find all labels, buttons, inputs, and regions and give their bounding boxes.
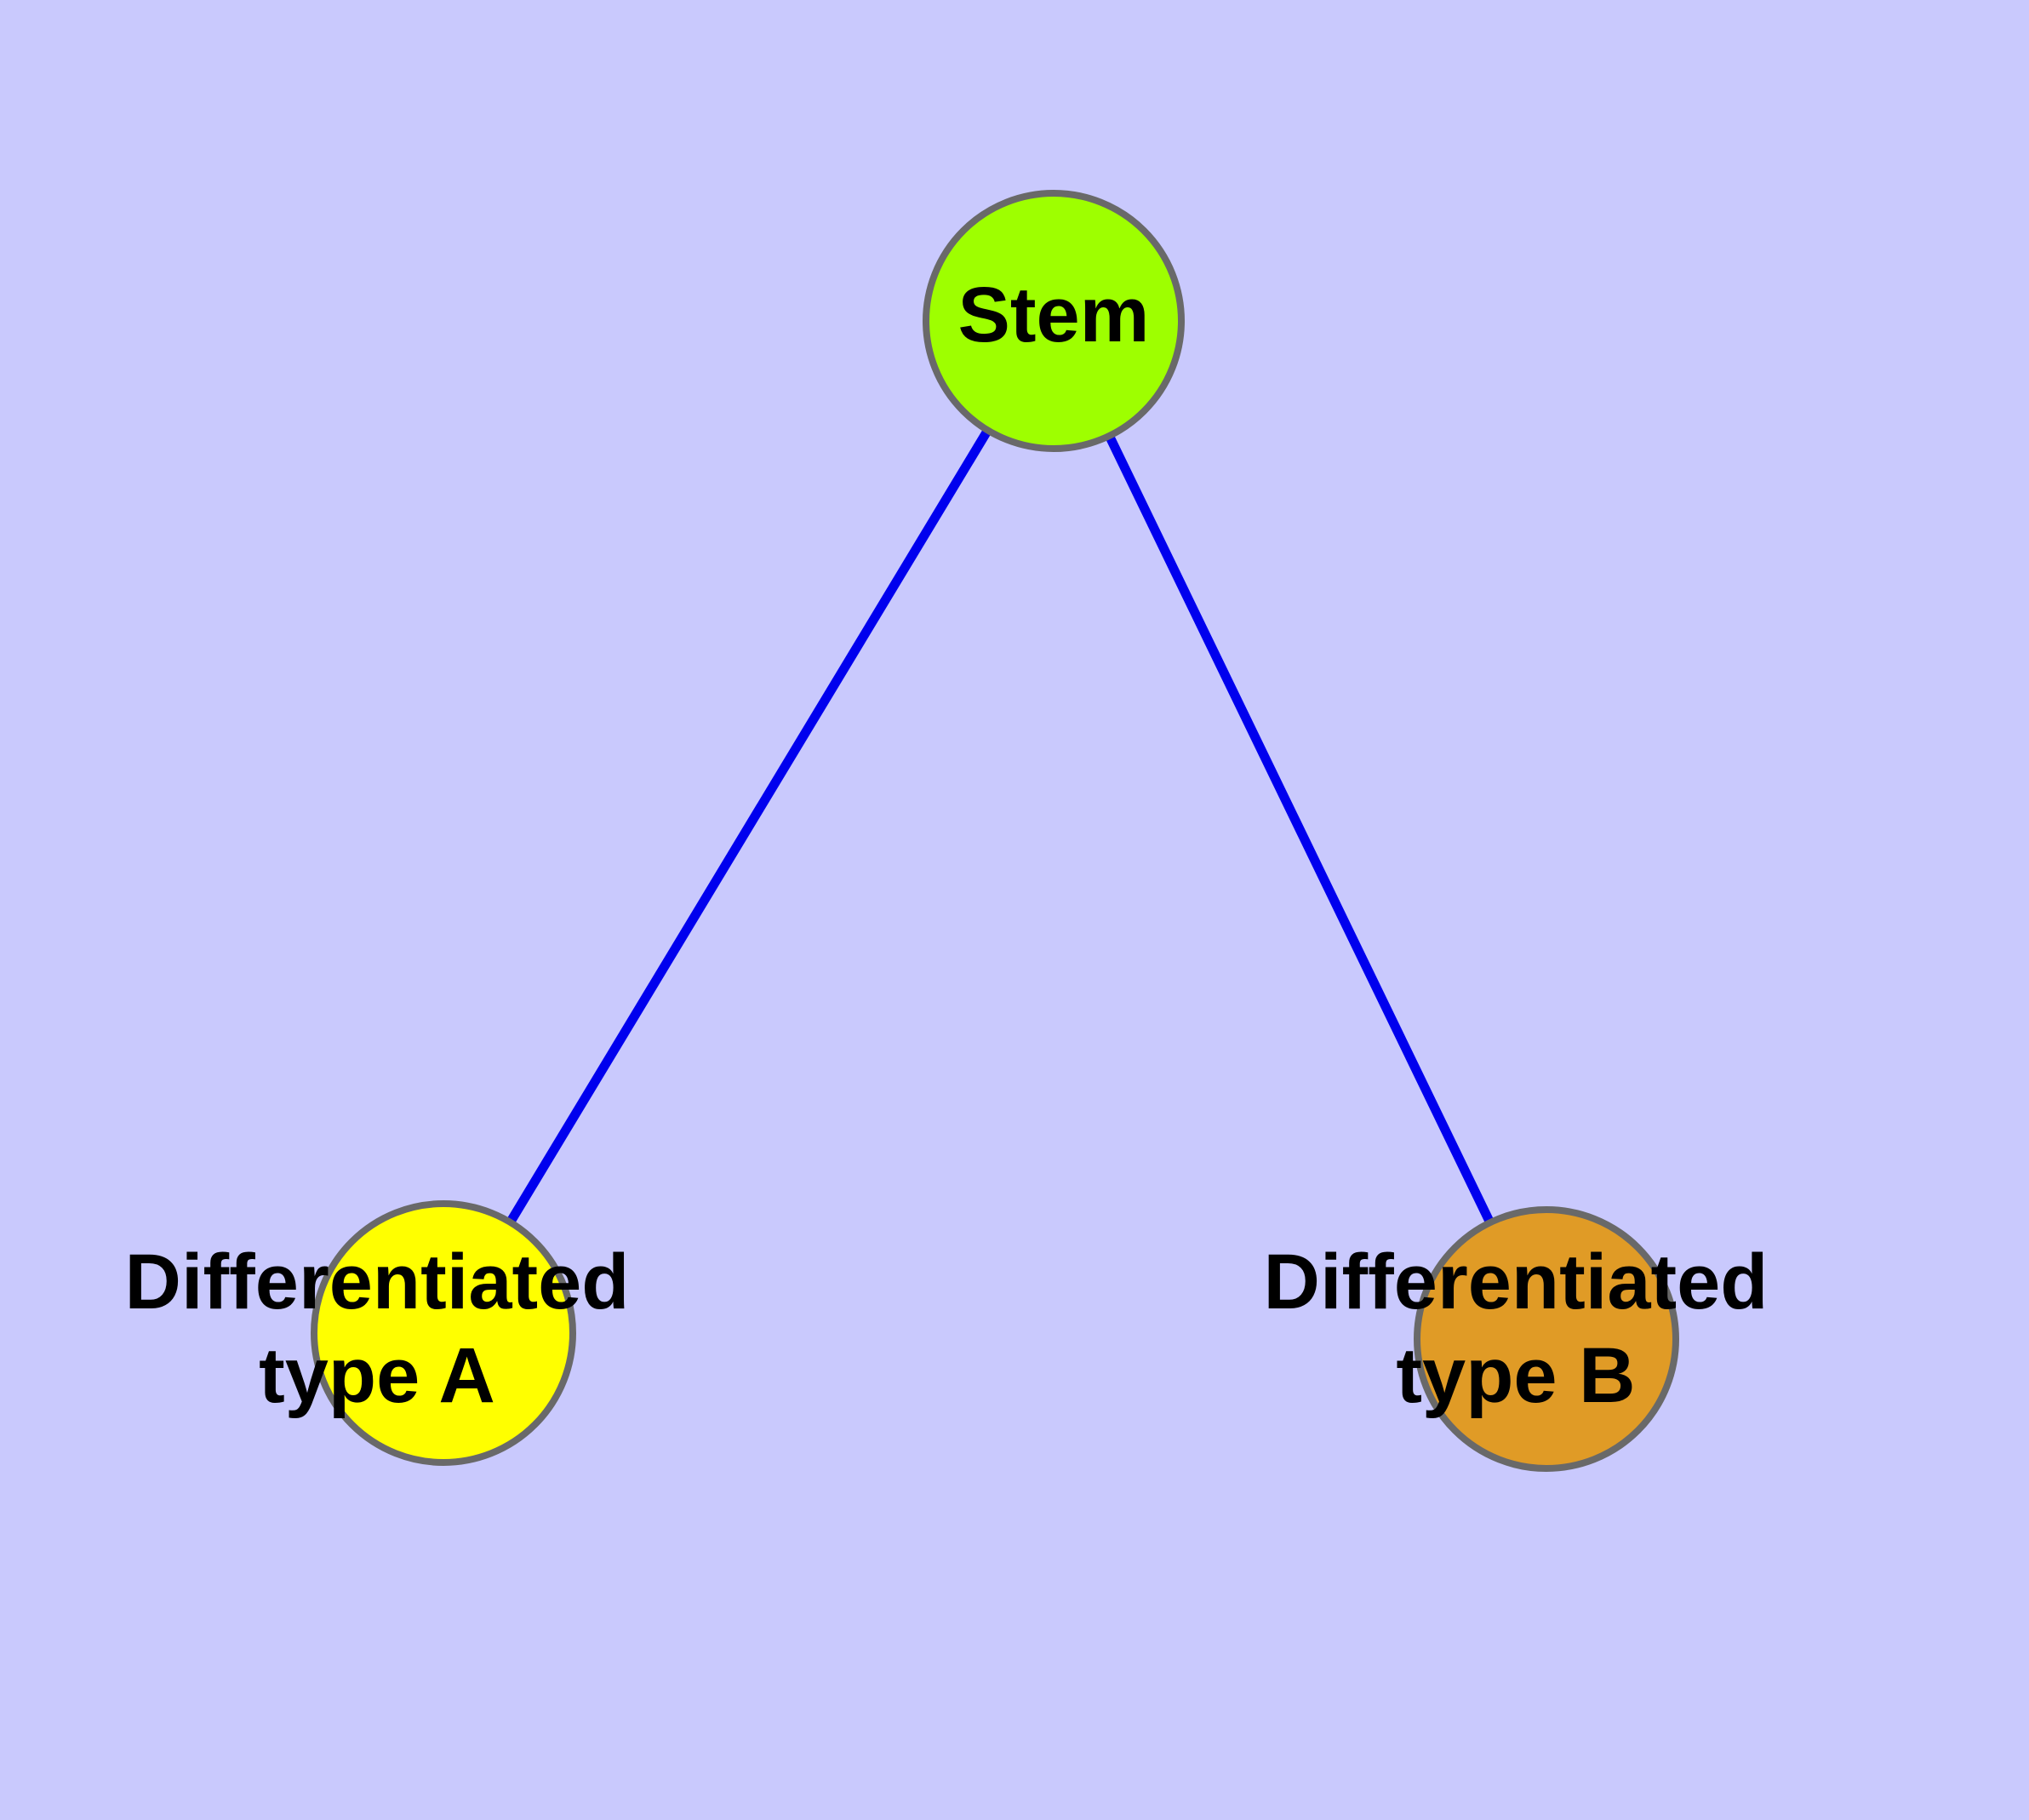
graph-node-diff-b[interactable] (1414, 1206, 1679, 1472)
graph-node-stem[interactable] (923, 190, 1185, 452)
node-label-stem: Stem (958, 272, 1150, 358)
node-label-line: type A (259, 1332, 495, 1419)
nodes-layer (311, 190, 1679, 1472)
graph-node-diff-a[interactable] (311, 1200, 576, 1466)
node-label-line: type B (1396, 1332, 1635, 1419)
node-circle-stem[interactable] (923, 190, 1185, 452)
edges-layer (439, 318, 1551, 1342)
node-circle-diff-b[interactable] (1414, 1206, 1679, 1472)
node-label-line: Stem (958, 272, 1150, 358)
node-label-line: Differentiated (1264, 1239, 1769, 1325)
graph-edge-stem-to-diff-a[interactable] (439, 318, 1058, 1336)
graph-edge-stem-to-diff-b[interactable] (1049, 318, 1551, 1342)
node-label-line: Differentiated (125, 1239, 630, 1325)
node-circle-diff-a[interactable] (311, 1200, 576, 1466)
